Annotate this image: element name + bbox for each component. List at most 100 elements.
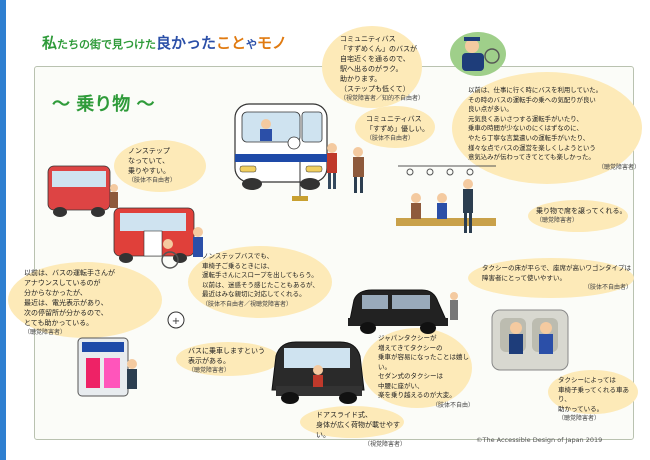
community-bus-illustration [234, 103, 328, 201]
note-line: 「すずめくん」のバスが [340, 45, 417, 53]
note-line: その時のバスの運転手の乗への気配りが良い [468, 95, 596, 104]
note-line: ノンステップ [128, 147, 170, 155]
note-line: タクシーによっては [558, 376, 616, 384]
passengers-illustration [327, 143, 364, 193]
note-bubble [452, 72, 642, 184]
note-line: 分からなかったが、 [24, 289, 87, 297]
note-bubble [114, 140, 206, 192]
note-line: 元気良くあいさつする運転手がいたり、 [468, 114, 583, 123]
note-source: （肢体不自由者） [128, 177, 177, 184]
note-source: （肢体不自由） [431, 401, 474, 409]
note-line: 乗車が容易になったことは嬉しい。 [378, 353, 469, 371]
note-sliding-door: ドアスライド式、 身体が広く荷物が載せやすい。 （視覚障害者） [316, 410, 406, 450]
note-line: 助かります。 [340, 75, 382, 83]
note-line: 「すずめ」優しい。 [366, 125, 429, 133]
note-source: （聴覚障害者） [536, 217, 579, 224]
note-line: 様々な点でバスの運営を楽しくしようという [468, 143, 596, 152]
note-slope: ノンステップバスでも、 車椅子ご乗るときには、 運転手さんにスロープを出してもら… [202, 252, 332, 309]
note-bubble [322, 26, 422, 108]
note-bubble [468, 258, 634, 298]
note-line: とても助かっている。 [24, 319, 94, 327]
note-line: 以前は、迷惑そう感じたこともあるが、 [202, 280, 319, 289]
note-line: なっていて、 [128, 157, 170, 165]
red-bus-illustration [47, 165, 118, 217]
note-line: 意気込みが伝わってきてとても楽しかった。 [468, 153, 595, 162]
note-source: （聴覚障害者） [188, 367, 231, 374]
note-line: やたら丁寧な言葉遣いの運転手がいたり、 [468, 133, 590, 142]
title-part-4: こと [216, 34, 247, 52]
bus-stop-marker-icon: + [167, 311, 185, 329]
title-part-5: や [246, 38, 258, 51]
note-source: （肢体不自由者） [583, 284, 632, 291]
note-line: 車椅子ご乗るときには、 [202, 261, 274, 270]
note-line: 乗りやすい。 [128, 167, 170, 175]
section-title: ～ 乗り物 ～ [52, 94, 155, 115]
note-line: ドアスライド式、 [316, 411, 372, 419]
note-line: 助かっている。 [558, 404, 604, 413]
note-line: 運転手さんにスロープを出してもらう。 [202, 271, 318, 279]
note-line: 中腰に座がい、 [378, 381, 424, 390]
note-line: 自宅近くを通るので、 [340, 55, 410, 63]
title-part-3: 良かった [156, 34, 217, 52]
note-line: 最近は、電光表示があり、 [24, 299, 108, 307]
bus-display-illustration [77, 337, 137, 397]
note-non-step: ノンステップ なっていて、 乗りやすい。 （肢体不自由者） [128, 146, 204, 186]
note-bubble [528, 200, 628, 232]
note-source: （聴覚障害者） [558, 415, 601, 422]
side-accent-bar [0, 0, 6, 460]
taxi-interior-illustration [491, 309, 569, 371]
note-source: （視覚障害者） [363, 441, 406, 448]
note-announcement: 以前は、バスの運転手さんが アナウンスしているのが 分からなかったが、 最近は、… [24, 268, 160, 338]
note-bus-driver: 以前は、仕事に行く時にバスを利用していた。 その時のバスの運転手の乗への気配りが… [468, 86, 640, 172]
note-line: 乗り物で席を譲ってくれる。 [536, 207, 627, 215]
note-source: （肢体不自由者） [366, 135, 415, 142]
copyright-footer: ©The Accessible Design of Japan 2019 [476, 436, 603, 444]
title-part-2: たちの街で見つけた [57, 38, 157, 51]
note-line: （ステップも低くて） [340, 85, 410, 93]
note-source: （聴覚障害者） [24, 329, 67, 336]
note-wagon-taxi: タクシーの床が平らで、座席が高いワゴンタイプは 障害者にとって使いやすい。 （肢… [482, 264, 632, 293]
svg-text:+: + [172, 316, 180, 327]
note-line: 身体が広く荷物が載せやすい。 [316, 421, 400, 439]
note-line: 車椅子乗ってくれる車あり、 [558, 385, 629, 404]
note-line: ジャパンタクシーが [378, 334, 437, 342]
note-bubble [176, 342, 280, 376]
note-line: 以前は、バスの運転手さんが [24, 269, 115, 277]
wheelchair-slope-bus-illustration [113, 207, 203, 269]
page-title: 私たちの街で見つけた良かったことやモノ [42, 32, 287, 53]
note-line: 最近はみな親切に対応してくれる。 [202, 290, 306, 298]
note-bubble [188, 246, 332, 318]
note-line: 障害者にとって使いやすい。 [482, 273, 566, 282]
note-source: （視覚障害者／知的不自由者） [340, 95, 425, 102]
note-bubble [548, 370, 638, 414]
note-stop-display: バスに乗車しますという 表示がある。 （聴覚障害者） [188, 346, 278, 376]
title-part-6: モノ [257, 34, 288, 52]
note-japan-taxi: ジャパンタクシーが 増えてきてタクシーの 乗車が容易になったことは嬉しい。 セダ… [378, 334, 474, 410]
note-line: 次の停留所が分かるので、 [24, 309, 108, 317]
note-line: タクシーの床が平らで、座席が高いワゴンタイプは [482, 264, 632, 272]
note-community-bus-1: コミュニティバス 「すずめくん」のバスが 自宅近くを通るので、 駅へ出るのがラク… [340, 34, 424, 104]
note-line: 表示がある。 [188, 357, 230, 365]
note-bubble [362, 328, 472, 408]
note-bubble [8, 262, 162, 338]
note-line: コミュニティバス [340, 35, 396, 43]
note-source: （肢体不自由者／視聴覚障害者） [202, 300, 293, 308]
note-line: 楽を乗り越えるのが大変。 [378, 391, 456, 399]
note-line: 駅へ出るのがラク。 [340, 65, 403, 73]
note-line: アナウンスしているのが [24, 279, 101, 287]
note-source: （聴覚障害者） [597, 163, 640, 171]
note-line: コミュニティバス [366, 115, 422, 123]
japan-taxi-illustration [271, 341, 365, 404]
note-line: 良い点が多い。 [468, 105, 513, 114]
note-line: 乗車の時間が少ないのにくはずなのに、 [468, 124, 583, 133]
wagon-taxi-illustration [348, 289, 458, 334]
note-bubble [300, 406, 404, 438]
bus-driver-illustration [450, 32, 506, 76]
note-community-bus-2: コミュニティバス 「すずめ」優しい。 （肢体不自由者） [366, 114, 438, 144]
note-line: 以前は、仕事に行く時にバスを利用していた。 [468, 86, 603, 94]
note-seat-giving: 乗り物で席を譲ってくれる。 （聴覚障害者） [536, 206, 628, 226]
note-bubble [355, 106, 435, 148]
note-line: ノンステップバスでも、 [202, 252, 274, 260]
title-part-1: 私 [42, 34, 58, 52]
